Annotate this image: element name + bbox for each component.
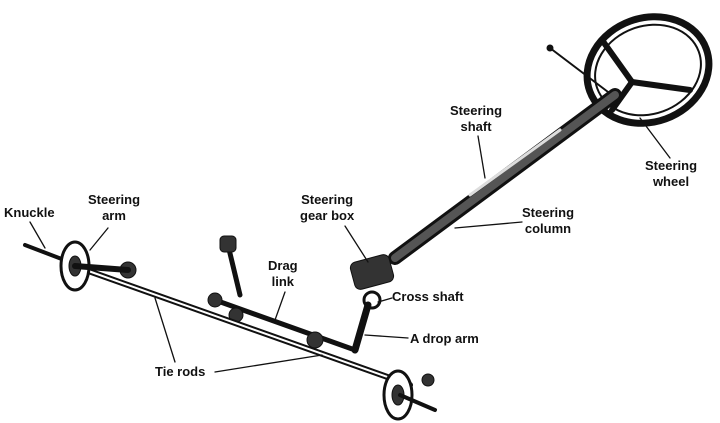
label-line: gear box	[300, 208, 355, 223]
label-line: column	[524, 221, 572, 236]
label-steering-shaft: Steering shaft	[450, 103, 502, 135]
steering-wheel	[546, 13, 713, 127]
label-line: wheel	[652, 174, 690, 189]
label-line: Steering	[645, 158, 698, 173]
drop-arm	[351, 301, 372, 354]
leader-lines	[29, 117, 671, 373]
label-steering-arm: Steering arm	[88, 192, 140, 224]
label-steering-gear-box: Steering gear box	[300, 192, 354, 224]
left-hub	[23, 240, 131, 292]
label-steering-column: Steering column	[522, 205, 574, 237]
label-line: Steering	[301, 192, 354, 207]
label-line: shaft	[460, 119, 492, 134]
steering-gear-box	[349, 254, 395, 310]
label-line: Drag	[268, 258, 298, 273]
label-drop-arm: A drop arm	[410, 331, 479, 346]
label-line: Steering	[522, 205, 575, 220]
label-knuckle: Knuckle	[4, 205, 55, 220]
tie-rod	[77, 261, 413, 388]
label-drag-link: Drag link	[268, 258, 298, 290]
label-cross-shaft: Cross shaft	[392, 289, 464, 304]
right-hub	[382, 369, 437, 421]
label-steering-wheel: Steering wheel	[645, 158, 697, 190]
label-line: arm	[102, 208, 126, 223]
steering-column	[388, 88, 622, 265]
label-line: Steering	[88, 192, 141, 207]
label-line: Steering	[450, 103, 503, 118]
drag-link	[207, 235, 358, 353]
label-line: link	[271, 274, 295, 289]
label-tie-rods: Tie rods	[155, 364, 206, 379]
